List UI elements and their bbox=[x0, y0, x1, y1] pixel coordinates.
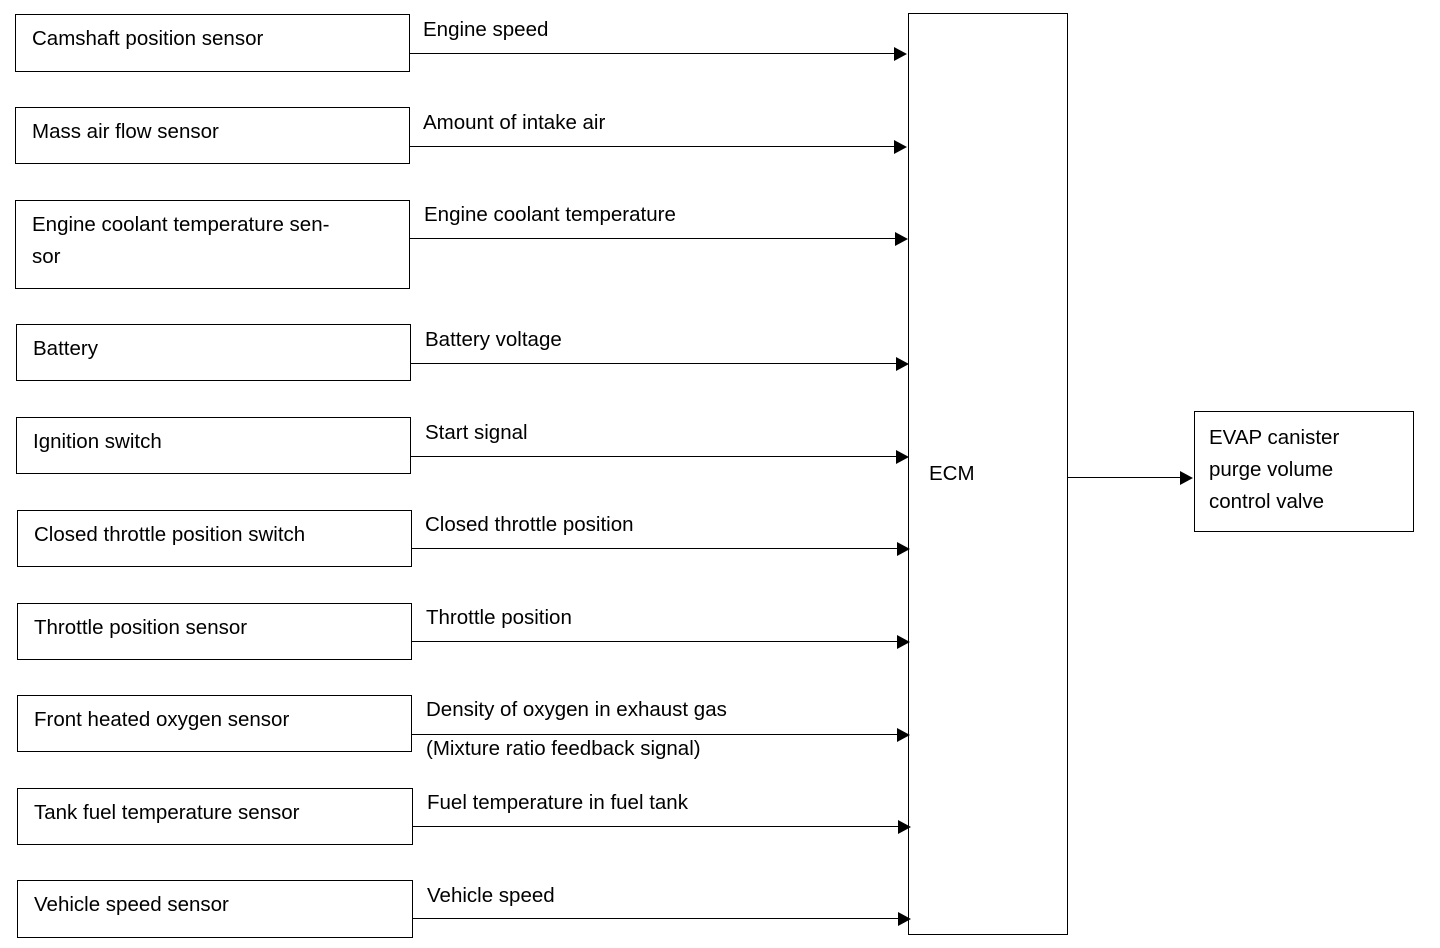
evap-valve-box: EVAP canister purge volume control valve bbox=[1194, 411, 1414, 532]
arrow-head-icon bbox=[898, 912, 911, 926]
signal-line bbox=[410, 238, 897, 239]
arrow-head-icon bbox=[897, 635, 910, 649]
ecm-box: ECM bbox=[908, 13, 1068, 935]
sensor-box-ignition: Ignition switch bbox=[16, 417, 411, 474]
sensor-box-battery: Battery bbox=[16, 324, 411, 381]
signal-line bbox=[413, 826, 900, 827]
sensor-box-throttle-position: Throttle position sensor bbox=[17, 603, 412, 660]
signal-line bbox=[410, 146, 896, 147]
arrow-head-icon bbox=[897, 728, 910, 742]
sensor-box-mass-air-flow: Mass air flow sensor bbox=[15, 107, 410, 164]
arrow-head-icon bbox=[894, 140, 907, 154]
arrow-head-icon bbox=[1180, 471, 1193, 485]
signal-line bbox=[412, 734, 899, 735]
signal-label-start-signal: Start signal bbox=[425, 421, 528, 444]
sensor-box-camshaft: Camshaft position sensor bbox=[15, 14, 410, 72]
sensor-box-fuel-temp: Tank fuel temperature sensor bbox=[17, 788, 413, 845]
signal-label-fuel-temp: Fuel temperature in fuel tank bbox=[427, 791, 688, 814]
sensor-box-coolant: Engine coolant temperature sen- sor bbox=[15, 200, 410, 289]
arrow-head-icon bbox=[894, 47, 907, 61]
sensor-box-closed-throttle: Closed throttle position switch bbox=[17, 510, 412, 567]
arrow-head-icon bbox=[896, 450, 909, 464]
arrow-head-icon bbox=[898, 820, 911, 834]
signal-line bbox=[411, 456, 898, 457]
output-signal-line bbox=[1068, 477, 1182, 478]
signal-label-intake-air: Amount of intake air bbox=[423, 111, 606, 134]
signal-label-vehicle-speed: Vehicle speed bbox=[427, 884, 555, 907]
ecm-label: ECM bbox=[929, 462, 975, 485]
signal-label-engine-speed: Engine speed bbox=[423, 18, 549, 41]
sensor-box-oxygen: Front heated oxygen sensor bbox=[17, 695, 412, 752]
signal-label-battery-voltage: Battery voltage bbox=[425, 328, 562, 351]
sensor-box-vehicle-speed: Vehicle speed sensor bbox=[17, 880, 413, 938]
signal-line bbox=[411, 363, 898, 364]
signal-line bbox=[413, 918, 900, 919]
signal-line bbox=[412, 641, 899, 642]
signal-label-throttle-position: Throttle position bbox=[426, 606, 572, 629]
signal-label-oxygen-density: Density of oxygen in exhaust gas bbox=[426, 698, 727, 721]
arrow-head-icon bbox=[896, 357, 909, 371]
arrow-head-icon bbox=[895, 232, 908, 246]
arrow-head-icon bbox=[897, 542, 910, 556]
signal-line bbox=[410, 53, 896, 54]
signal-label-feedback: (Mixture ratio feedback signal) bbox=[426, 737, 701, 760]
signal-label-closed-throttle: Closed throttle position bbox=[425, 513, 634, 536]
signal-label-coolant-temp: Engine coolant temperature bbox=[424, 203, 676, 226]
signal-line bbox=[412, 548, 899, 549]
